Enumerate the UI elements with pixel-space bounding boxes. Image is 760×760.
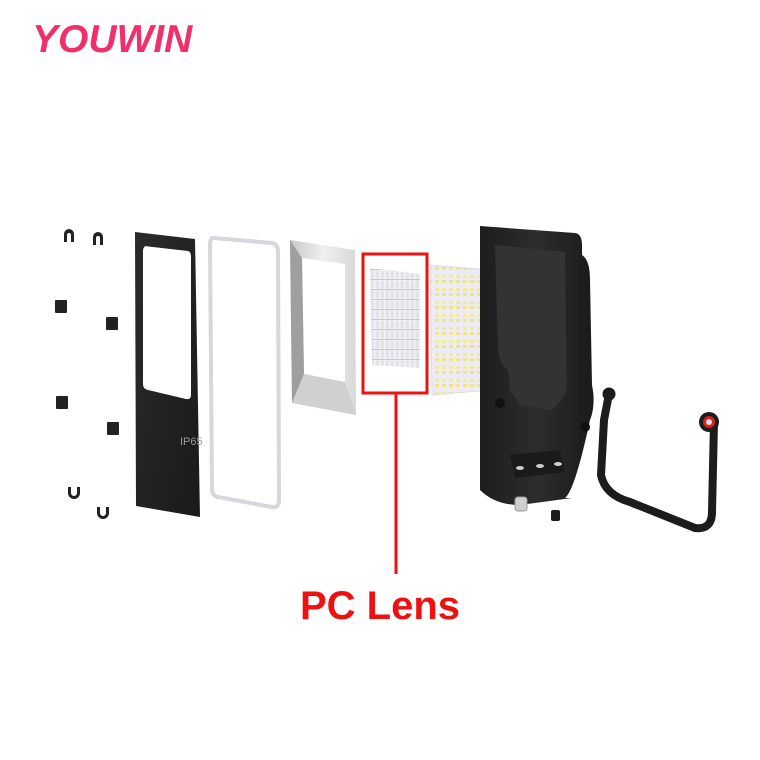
ip-rating-text: IP65 bbox=[180, 436, 203, 448]
mounting-bracket bbox=[597, 387, 718, 533]
front-frame: IP65 bbox=[135, 232, 203, 517]
brand-logo: YOUWIN bbox=[32, 18, 193, 61]
cable-gland bbox=[514, 496, 560, 521]
reflector bbox=[290, 240, 356, 415]
callout-label: PC Lens bbox=[300, 584, 461, 628]
clip-icon bbox=[55, 229, 119, 519]
housing bbox=[480, 226, 594, 505]
gasket bbox=[207, 235, 282, 510]
pc-lens bbox=[370, 268, 420, 368]
